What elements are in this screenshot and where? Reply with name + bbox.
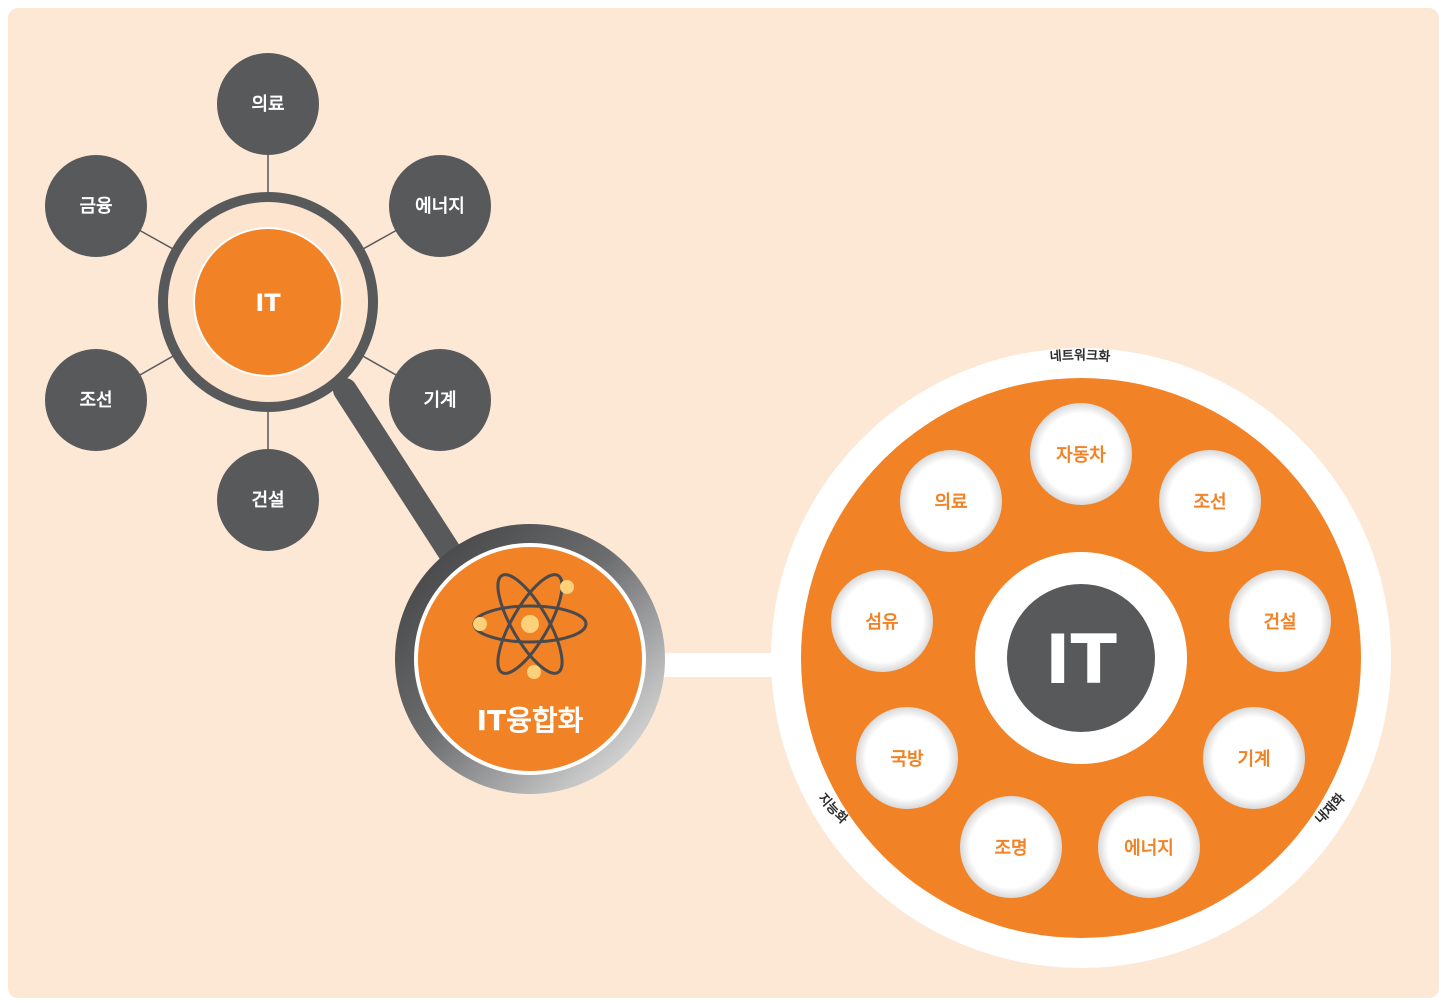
wheel-node-lighting: 조명	[960, 796, 1062, 898]
hub-node-shipbuilding: 조선	[45, 349, 147, 451]
wheel-node-shipbuilding: 조선	[1159, 450, 1261, 552]
hub-node-construction: 건설	[217, 449, 319, 551]
wheel-node-construction: 건설	[1229, 570, 1331, 672]
wheel-connector-bar	[640, 653, 790, 677]
hub-node-machinery: 기계	[389, 349, 491, 451]
hub-node-finance: 금융	[45, 155, 147, 257]
hub-center-label: IT	[255, 289, 281, 317]
ring-label-network: 네트워크화	[1049, 348, 1111, 365]
fusion-label: IT융합화	[477, 704, 584, 737]
svg-text:기계: 기계	[1237, 749, 1270, 770]
svg-text:기계: 기계	[423, 390, 456, 411]
it-wheel: 네트워크화 지능화 내재화 IT 자동차 조선 건설 기계 에너지	[771, 348, 1391, 968]
hub-connector-bar	[333, 378, 470, 577]
svg-text:조선: 조선	[79, 390, 112, 411]
left-hub: IT 의료 에너지 기계 건설 조선 금융	[45, 53, 491, 577]
fusion-node: IT융합화	[395, 524, 665, 794]
svg-text:의료: 의료	[251, 94, 284, 115]
svg-text:조선: 조선	[1193, 492, 1226, 513]
svg-text:의료: 의료	[934, 492, 967, 513]
svg-text:건설: 건설	[1263, 612, 1296, 633]
wheel-node-textile: 섬유	[831, 570, 933, 672]
svg-text:건설: 건설	[251, 490, 284, 511]
hub-node-medical: 의료	[217, 53, 319, 155]
svg-text:금융: 금융	[79, 196, 112, 217]
wheel-node-defense: 국방	[856, 707, 958, 809]
atom-icon	[472, 573, 588, 679]
wheel-node-automobile: 자동차	[1030, 403, 1132, 505]
hub-node-energy: 에너지	[389, 155, 491, 257]
svg-text:에너지: 에너지	[415, 196, 465, 217]
svg-text:조명: 조명	[994, 838, 1027, 859]
svg-text:자동차: 자동차	[1056, 445, 1106, 466]
fusion-center	[418, 547, 642, 771]
wheel-node-energy: 에너지	[1098, 796, 1200, 898]
wheel-center-label: IT	[1045, 621, 1117, 700]
svg-text:섬유: 섬유	[865, 612, 898, 633]
wheel-center	[1007, 584, 1155, 732]
wheel-node-machinery: 기계	[1203, 707, 1305, 809]
hub-center	[195, 229, 341, 375]
svg-text:국방: 국방	[890, 749, 924, 770]
svg-text:에너지: 에너지	[1124, 838, 1174, 859]
wheel-node-medical: 의료	[900, 450, 1002, 552]
